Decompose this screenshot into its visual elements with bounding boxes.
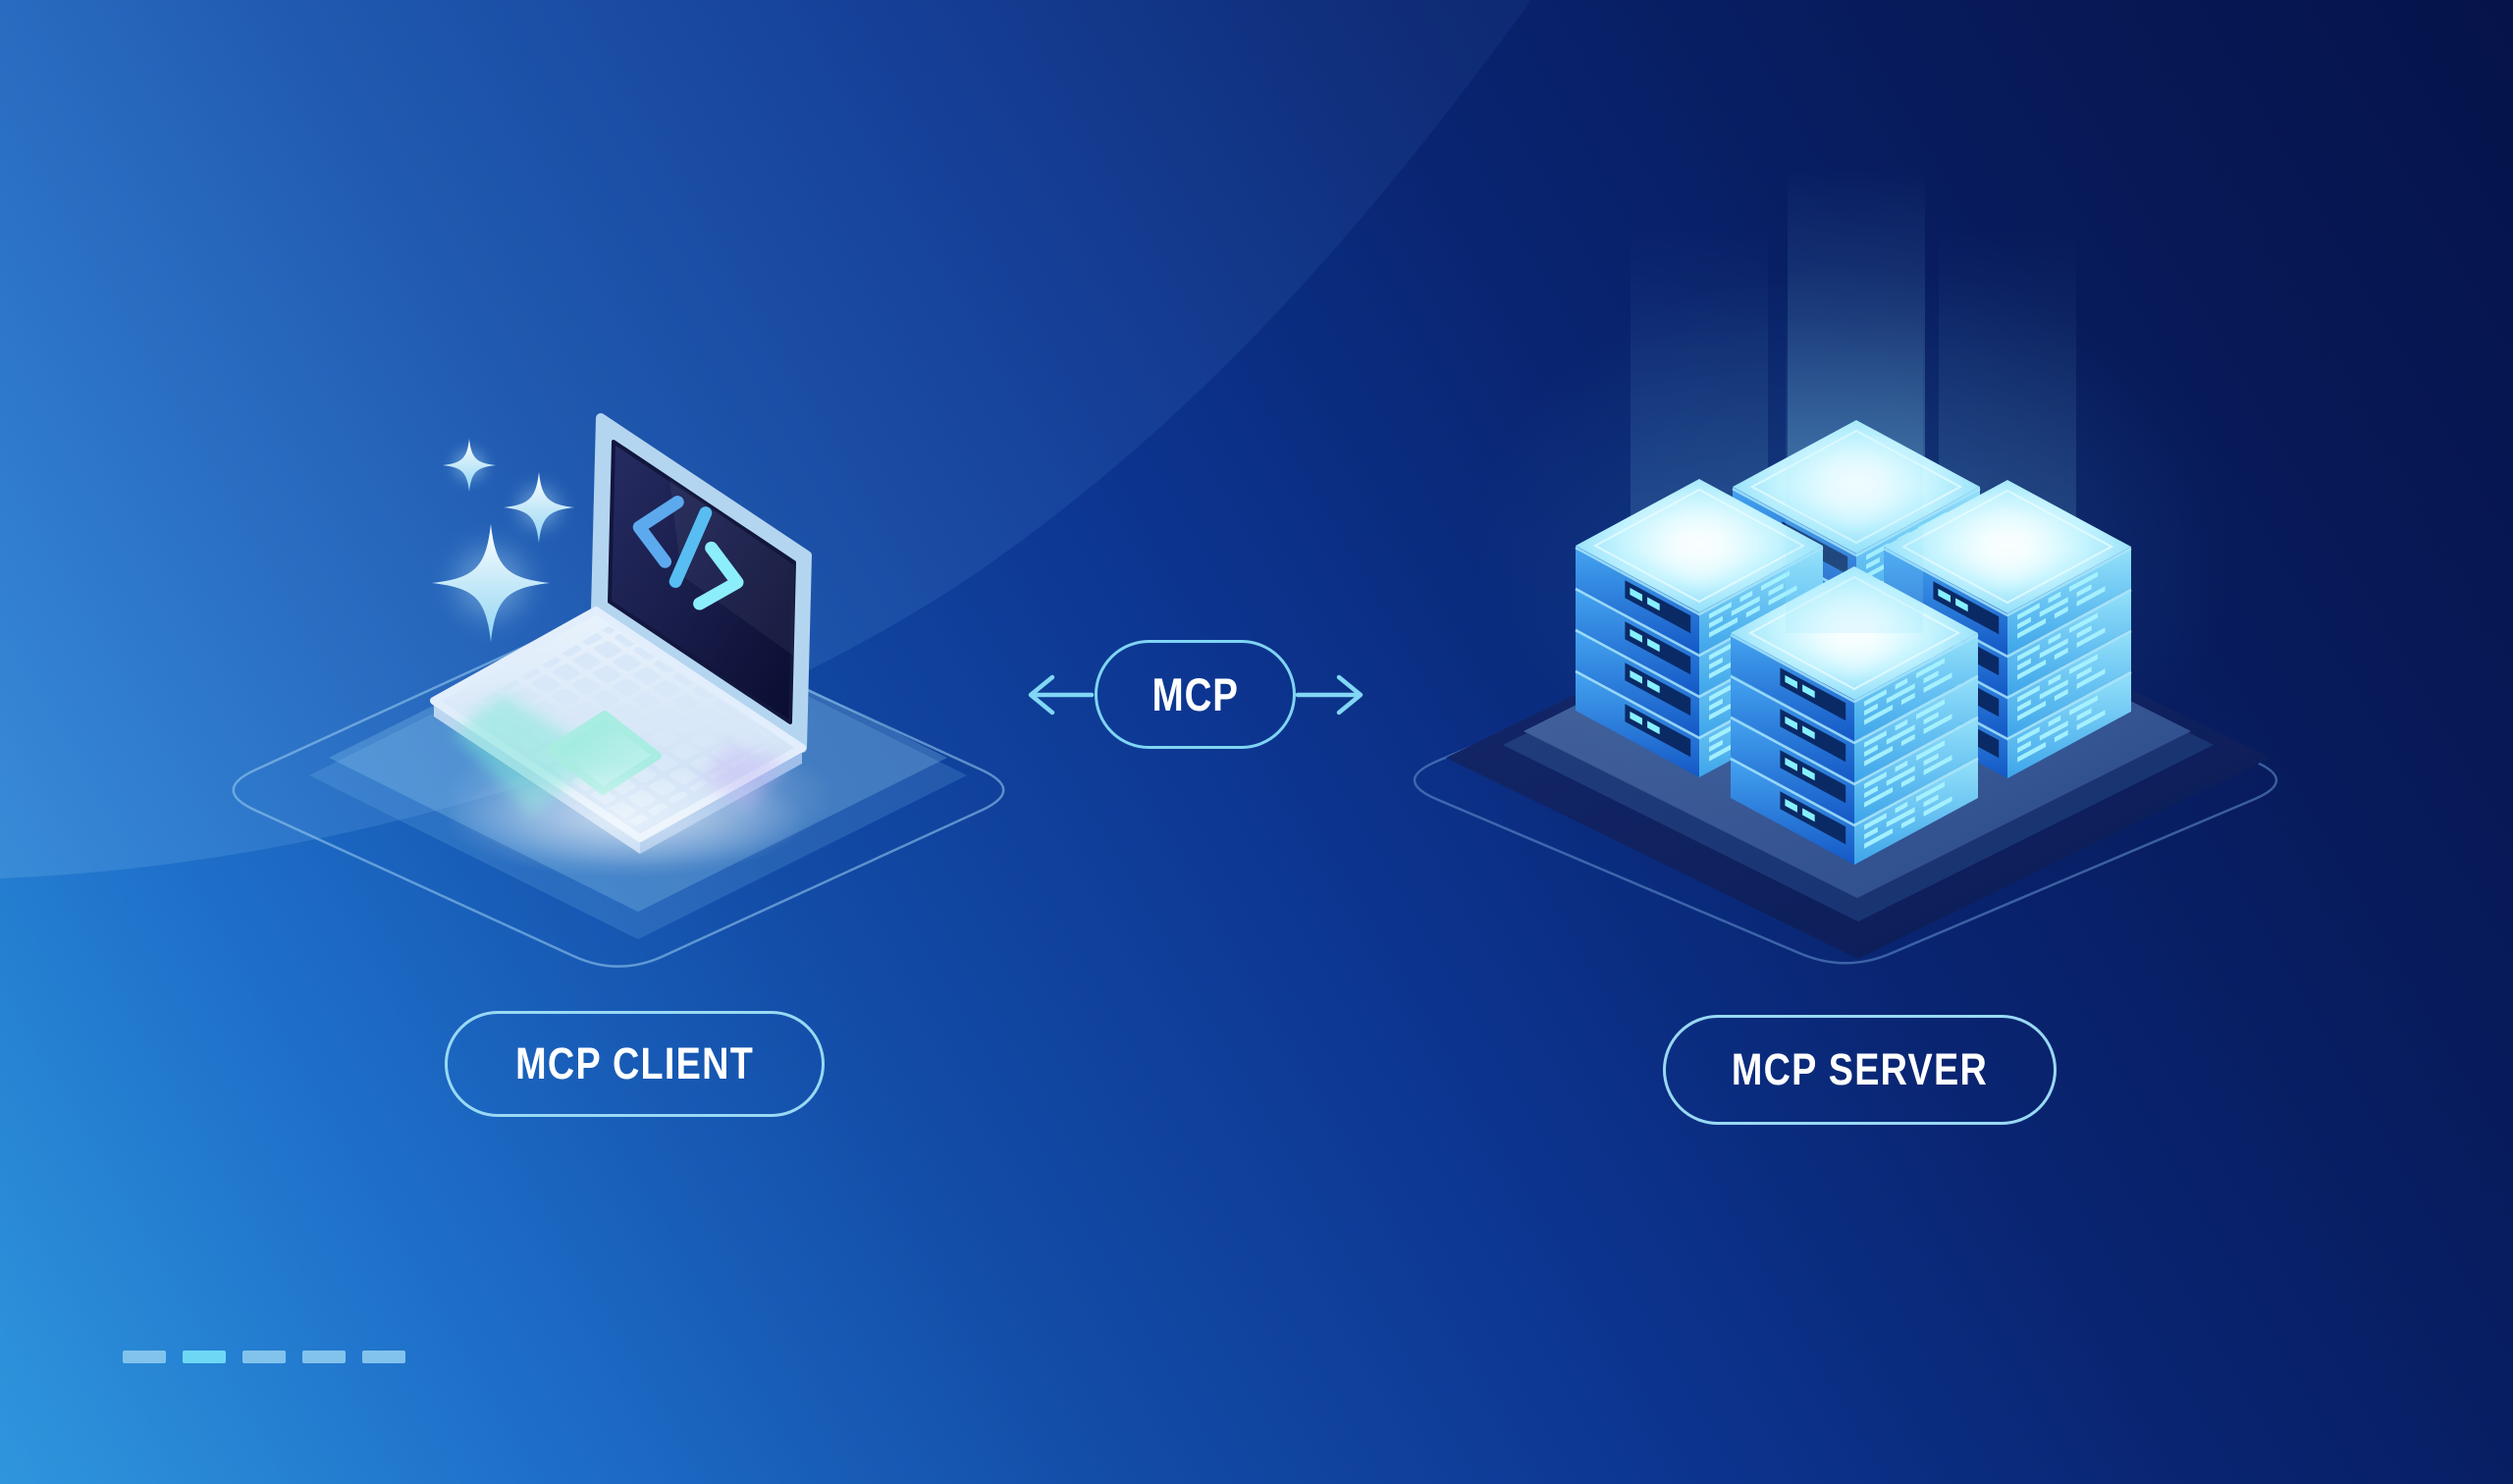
- base-front-glow: [444, 764, 807, 877]
- mcp-server-badge: MCP SERVER: [1663, 1015, 2057, 1125]
- dash: [183, 1351, 226, 1363]
- dash: [362, 1351, 405, 1363]
- right-arrow-icon: [1295, 674, 1363, 716]
- background-swoosh-shape: [0, 0, 1531, 878]
- left-arrow-icon: [1028, 674, 1095, 716]
- laptop-illustration: [430, 413, 812, 877]
- mcp-client-label: MCP CLIENT: [515, 1038, 754, 1088]
- progress-dashes: [123, 1351, 405, 1363]
- client-node-graphic: [232, 413, 1005, 968]
- mcp-client-badge: MCP CLIENT: [445, 1011, 825, 1117]
- dash: [302, 1351, 346, 1363]
- dash: [123, 1351, 166, 1363]
- dash: [242, 1351, 286, 1363]
- mcp-protocol-label: MCP: [1151, 668, 1239, 720]
- light-beam: [1786, 314, 1923, 633]
- mcp-server-label: MCP SERVER: [1731, 1044, 1989, 1094]
- code-icon: [632, 496, 744, 610]
- server-node-graphic: [1414, 168, 2277, 965]
- mcp-protocol-badge: MCP: [1095, 640, 1296, 749]
